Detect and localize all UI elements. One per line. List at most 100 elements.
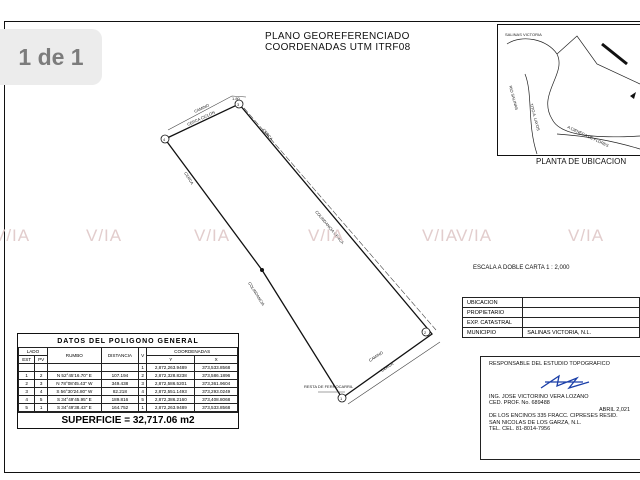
- cell: [17, 363, 36, 372]
- col-y: Y: [146, 355, 196, 364]
- page-counter-badge[interactable]: 1 de 1: [0, 29, 102, 85]
- vertex-label: 4: [163, 137, 166, 142]
- cell: 164.752: [100, 403, 140, 412]
- cell: 82.218: [100, 387, 140, 396]
- cell: 373,533.8568: [194, 363, 238, 372]
- cell: [34, 363, 48, 372]
- cell: 2,872,586.5201: [146, 379, 196, 388]
- vertex-markers: 4 3 2 1: [160, 99, 431, 403]
- cell: 2: [138, 371, 148, 380]
- info-key: EXP. CATASTRAL: [461, 317, 524, 328]
- cell: 373,293.0249: [194, 387, 238, 396]
- cell: 1: [17, 371, 36, 380]
- table-row: EXP. CATASTRAL: [461, 317, 640, 328]
- vertex-label: 1: [340, 396, 343, 401]
- col-v: V: [138, 347, 148, 364]
- watermark: V/IA: [308, 226, 345, 245]
- plot-label-colindancia: COLINDANCIA: [247, 281, 266, 307]
- table-header-row: EST PV Y X: [17, 355, 238, 364]
- cell: 1: [138, 403, 148, 412]
- info-value: [522, 317, 640, 328]
- cell: [46, 363, 102, 372]
- cell: S 34°49'38.43" E: [46, 403, 102, 412]
- cell: 373,361.9604: [194, 379, 238, 388]
- info-table: UBICACION PROPIETARIO EXP. CATASTRAL MUN…: [461, 297, 640, 338]
- responsible-name: ING. JOSE VICTORINO VERA LOZANO: [489, 393, 589, 400]
- watermark: V/IA: [422, 226, 459, 245]
- plot-label-cerca-left: CERCA: [183, 171, 195, 186]
- info-value: [522, 307, 640, 318]
- cell: 2: [17, 379, 36, 388]
- plot-label-distance: 1.80: [232, 96, 241, 101]
- watermark: V/IA: [194, 226, 231, 245]
- info-key: UBICACION: [461, 297, 524, 308]
- responsible-license: CED. PROF. No. 689488: [489, 400, 550, 406]
- info-value: [522, 297, 640, 308]
- cell: 5: [34, 395, 48, 404]
- signature-icon: [540, 374, 590, 389]
- info-key: MUNICIPIO: [461, 327, 524, 338]
- cell: 107.194: [100, 371, 140, 380]
- cell: 1: [138, 363, 148, 372]
- cell: 373,408.8068: [194, 395, 238, 404]
- cell: 373,533.8568: [194, 403, 238, 412]
- col-x: X: [194, 355, 238, 364]
- cell: 4: [17, 395, 36, 404]
- col-coordenadas: COORDENADAS: [146, 347, 238, 356]
- col-rumbo: RUMBO: [46, 347, 102, 364]
- scale-text: ESCALA A DOBLE CARTA 1 : 2,000: [473, 265, 570, 271]
- cell: 3: [34, 379, 48, 388]
- watermark: V/IA: [0, 226, 31, 245]
- cell: N 52°45'16.70" E: [46, 371, 102, 380]
- cell: S 56°30'24.80" W: [46, 387, 102, 396]
- cell: 2,872,386.2160: [146, 395, 196, 404]
- cell: 3: [17, 387, 36, 396]
- cell: 2,872,328.8238: [146, 371, 196, 380]
- polygon-data-table: DATOS DEL POLIGONO GENERAL LADO RUMBO DI…: [17, 333, 239, 429]
- responsible-address1: DE LOS ENCINOS 335 FRACC. CIPRESES RESID…: [489, 413, 618, 419]
- vertex-label: 3: [237, 102, 240, 107]
- cell: 2,872,263.9489: [146, 363, 196, 372]
- polygon-table-title: DATOS DEL POLIGONO GENERAL: [57, 338, 199, 345]
- location-map-caption: PLANTA DE UBICACION: [536, 157, 627, 166]
- col-distancia: DISTANCIA: [100, 347, 140, 364]
- responsible-address2: SAN NICOLAS DE LOS GARZA, N.L.: [489, 419, 582, 426]
- cell: 1: [34, 403, 48, 412]
- cell: 2: [34, 371, 48, 380]
- plan-title-line2: COORDENADAS UTM ITRF08: [265, 42, 411, 53]
- plan-title-line1: PLANO GEOREFERENCIADO: [265, 31, 410, 42]
- cell: N 78°08'45.43" W: [46, 379, 102, 388]
- cell: 373,586.1896: [194, 371, 238, 380]
- cell: 5: [17, 403, 36, 412]
- road-line: [167, 95, 247, 131]
- lot-polygon: [164, 103, 433, 399]
- cell: 189.816: [100, 395, 140, 404]
- table-row: UBICACION: [461, 297, 640, 308]
- plot-label-camino-south: CAMINO: [368, 350, 384, 363]
- col-lado: LADO: [18, 347, 48, 356]
- info-key: PROPIETARIO: [461, 307, 524, 318]
- map-label-salinas: SALINAS VICTORIA: [505, 32, 542, 37]
- watermark: V/IA: [568, 226, 605, 245]
- surface-total: SUPERFICIE = 32,717.06 m2: [18, 412, 238, 428]
- table-row: PROPIETARIO: [461, 307, 640, 318]
- responsible-date: ABRIL 2,021: [599, 406, 630, 413]
- road-line-south: [347, 341, 441, 405]
- table-header-row: LADO RUMBO DISTANCIA V COORDENADAS: [18, 347, 238, 364]
- cell: 4: [138, 387, 148, 396]
- responsible-box: RESPONSABLE DEL ESTUDIO TOPOGRAFICO ING.…: [480, 356, 640, 460]
- cell: S 34°49'45.95" E: [46, 395, 102, 404]
- plot-label-camino: CAMINO: [193, 103, 210, 114]
- cell: 3: [138, 379, 148, 388]
- info-value: SALINAS VICTORIA, N.L.: [522, 327, 640, 338]
- watermark: V/IA: [86, 226, 123, 245]
